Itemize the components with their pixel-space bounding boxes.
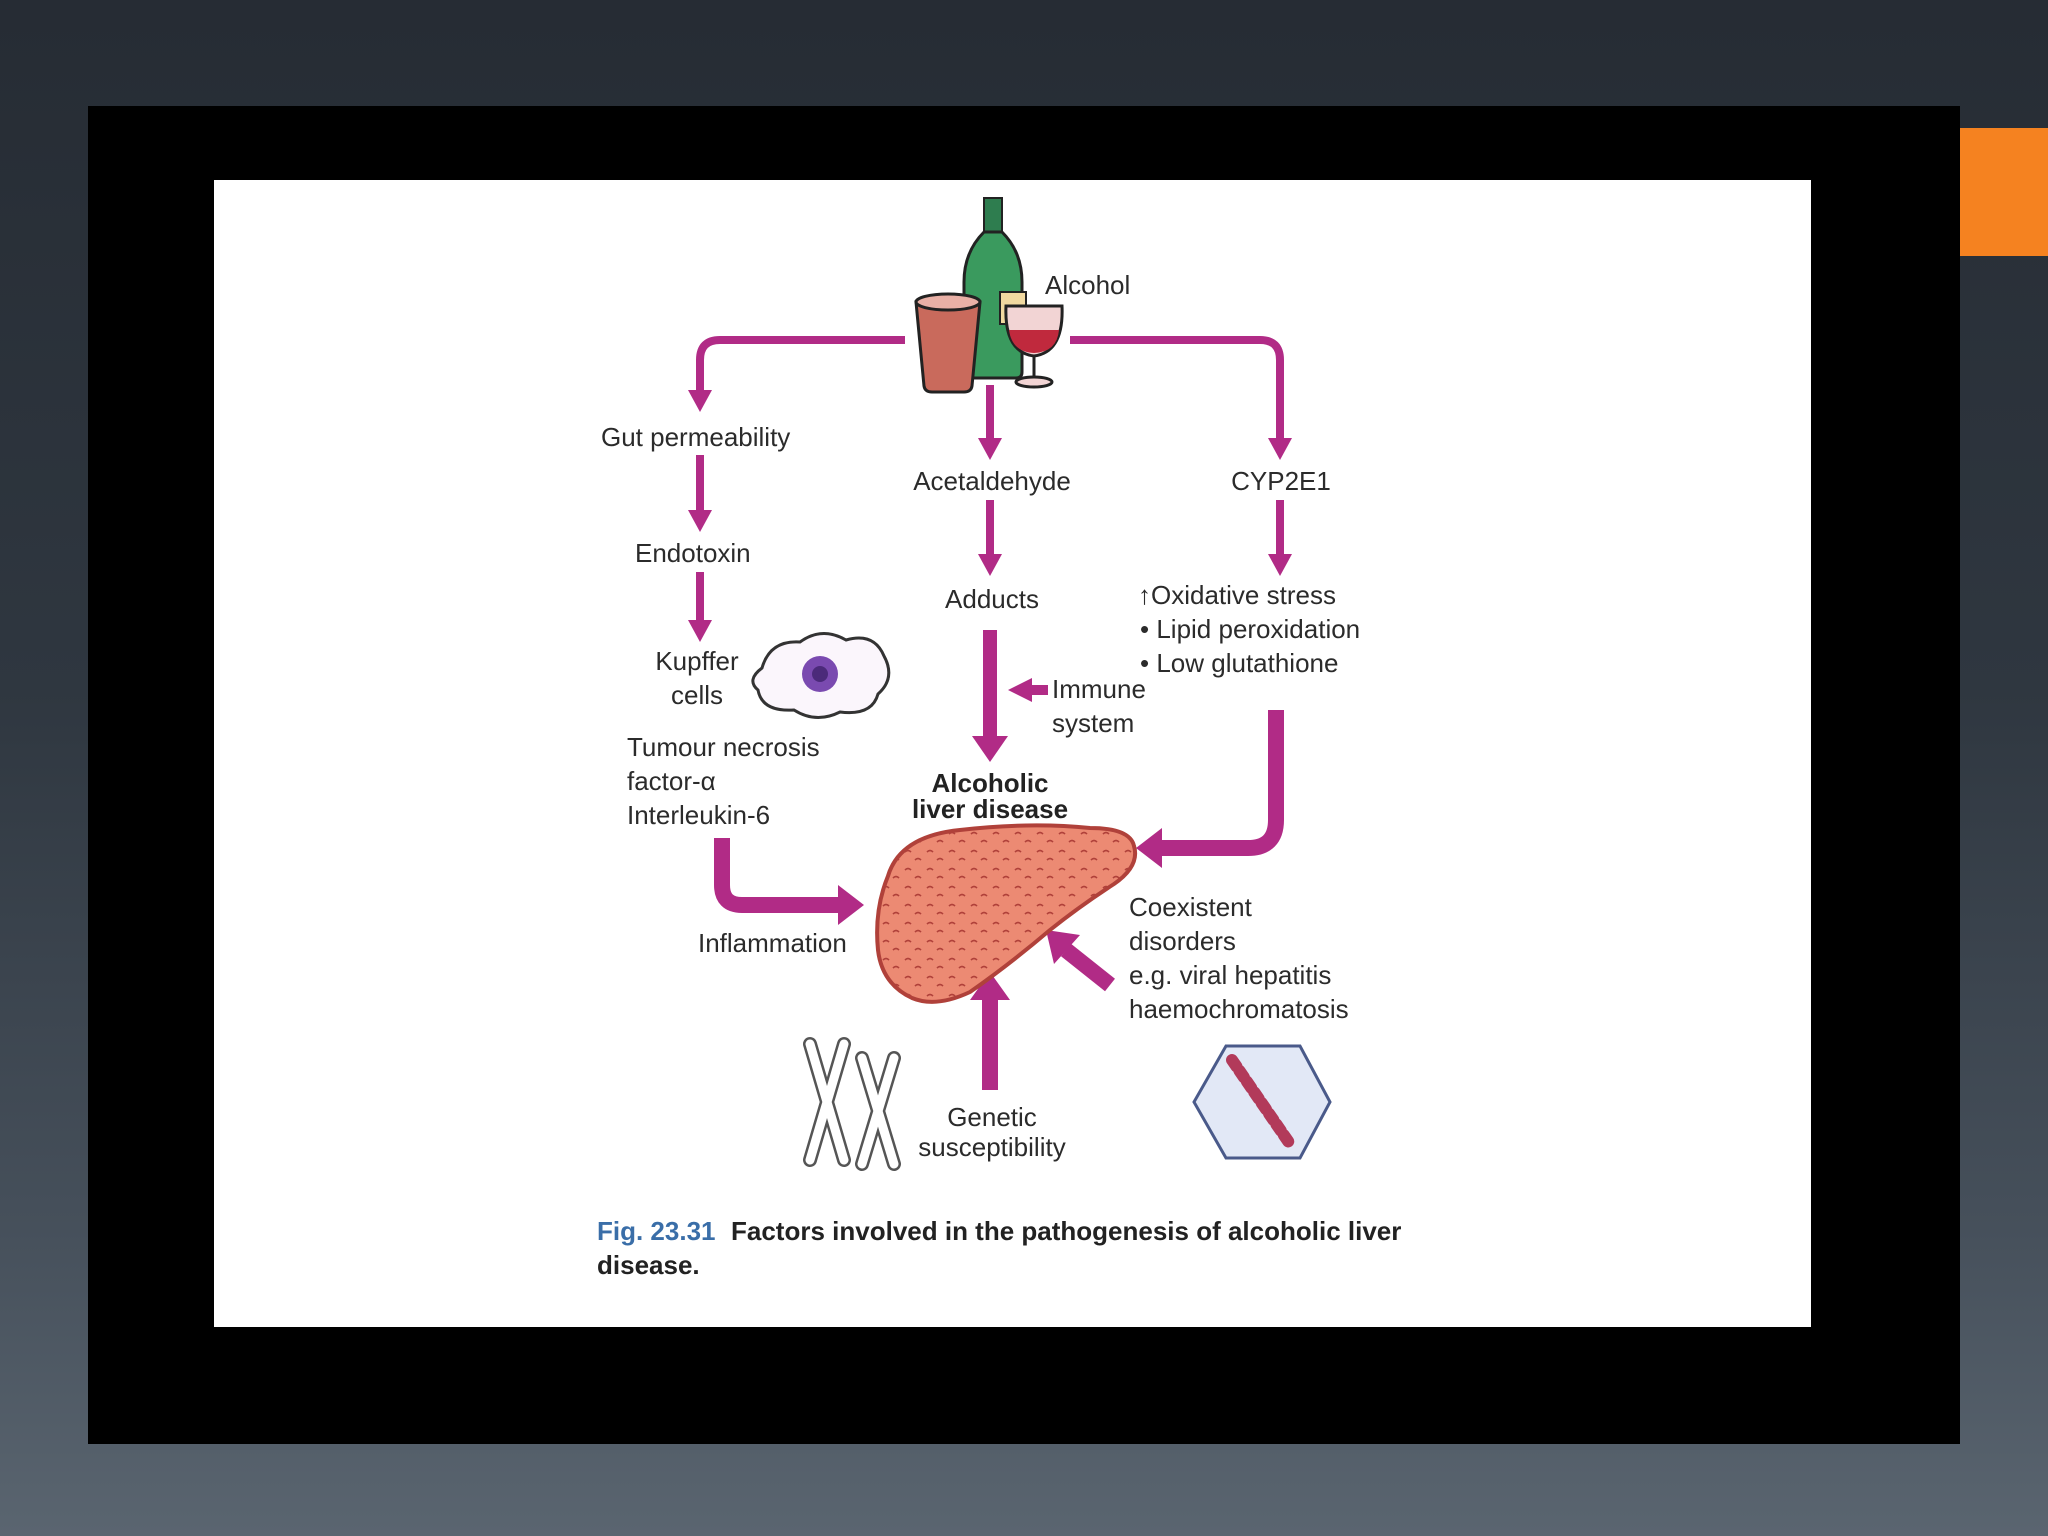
coexistent-label-line3: e.g. viral hepatitis bbox=[1129, 960, 1331, 990]
acetaldehyde-label: Acetaldehyde bbox=[913, 466, 1071, 496]
arrow-cyp-to-oxidative bbox=[1268, 500, 1292, 576]
ald-label-line2: liver disease bbox=[912, 794, 1068, 824]
arrow-coexistent-to-liver bbox=[1046, 930, 1115, 992]
kupffer-label-line1: Kupffer bbox=[655, 646, 739, 676]
arrow-genetic-to-liver bbox=[970, 972, 1010, 1090]
coexistent-label-line1: Coexistent bbox=[1129, 892, 1253, 922]
oxidative-stress-label: ↑Oxidative stress bbox=[1138, 580, 1336, 610]
kupffer-label-line2: cells bbox=[671, 680, 723, 710]
arrow-immune-to-adducts bbox=[1008, 678, 1048, 702]
cyp2e1-label: CYP2E1 bbox=[1231, 466, 1331, 496]
accent-tab bbox=[1960, 128, 2048, 256]
tnf-label-line2: factor-α bbox=[627, 766, 716, 796]
arrow-alcohol-to-acetaldehyde bbox=[978, 385, 1002, 460]
ald-label-line1: Alcoholic bbox=[931, 768, 1048, 798]
genetic-label-line2: susceptibility bbox=[918, 1132, 1065, 1162]
immune-label-line1: Immune bbox=[1052, 674, 1146, 704]
arrow-gut-to-endotoxin bbox=[688, 455, 712, 532]
caption-figure-number: Fig. 23.31 bbox=[597, 1216, 716, 1246]
endotoxin-label: Endotoxin bbox=[635, 538, 751, 568]
arrow-endotoxin-to-kupffer bbox=[688, 572, 712, 642]
glass-icon bbox=[914, 292, 982, 394]
tnf-label-line1: Tumour necrosis bbox=[627, 732, 820, 762]
arrow-alcohol-to-cyp bbox=[1070, 336, 1292, 460]
immune-label-line2: system bbox=[1052, 708, 1134, 738]
coexistent-label-line4: haemochromatosis bbox=[1129, 994, 1349, 1024]
arrow-acetaldehyde-to-adducts bbox=[978, 500, 1002, 576]
inflammation-label: Inflammation bbox=[698, 928, 847, 958]
adducts-label: Adducts bbox=[945, 584, 1039, 614]
bottle-icon bbox=[962, 197, 1027, 380]
caption-text-line2: disease. bbox=[597, 1250, 700, 1280]
liver-icon bbox=[875, 823, 1137, 1004]
low-glutathione-label: • Low glutathione bbox=[1140, 648, 1338, 678]
arrow-adducts-to-ald bbox=[972, 630, 1008, 762]
tnf-label-line3: Interleukin-6 bbox=[627, 800, 770, 830]
wine-glass-icon bbox=[1004, 304, 1064, 389]
coexistent-label-line2: disorders bbox=[1129, 926, 1236, 956]
virus-icon bbox=[1192, 1044, 1332, 1160]
kupffer-cell-icon bbox=[751, 632, 891, 719]
gut-permeability-label: Gut permeability bbox=[601, 422, 790, 452]
lipid-peroxidation-label: • Lipid peroxidation bbox=[1140, 614, 1360, 644]
caption-text-line1: Factors involved in the pathogenesis of … bbox=[731, 1216, 1401, 1246]
arrow-alcohol-to-gut bbox=[688, 336, 905, 412]
arrow-oxidative-to-liver bbox=[1136, 710, 1284, 868]
genetic-label-line1: Genetic bbox=[947, 1102, 1037, 1132]
alcohol-label: Alcohol bbox=[1045, 270, 1130, 300]
chromosome-icon bbox=[803, 1037, 901, 1171]
arrow-inflammation-to-liver bbox=[714, 838, 864, 925]
